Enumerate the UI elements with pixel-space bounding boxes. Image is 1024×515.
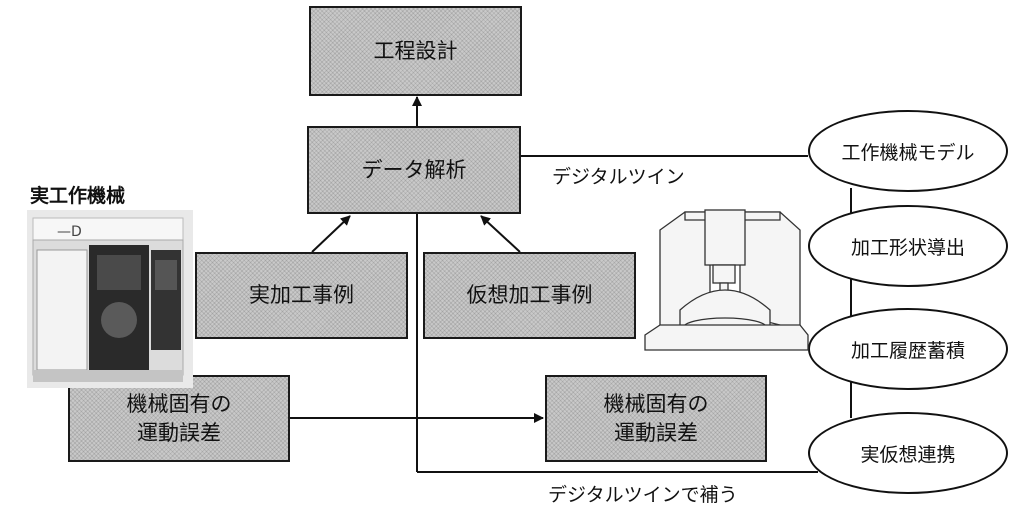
ellipse-shape-derivation-label: 加工形状導出 [850,236,965,259]
process-design-box: 工程設計 [309,6,522,96]
ellipse-shape-derivation: 加工形状導出 [808,205,1008,287]
machine-error-right-box: 機械固有の 運動誤差 [545,375,767,462]
data-analysis-box: データ解析 [307,126,521,214]
arrow-real-to-analysis [311,215,351,253]
machine-error-right-line1: 機械固有の [603,392,709,417]
machine-tool-photo-icon: —D [27,210,193,388]
svg-text:—D: —D [57,224,82,240]
real-cases-label: 実加工事例 [249,283,354,308]
ellipse-machine-model: 工作機械モデル [808,110,1008,192]
virtual-cases-label: 仮想加工事例 [466,283,593,308]
data-analysis-label: データ解析 [361,157,467,182]
ellipse-history-accumulation: 加工履歴蓄積 [808,308,1008,390]
machine-error-left-line1: 機械固有の [126,392,232,417]
virtual-cases-box: 仮想加工事例 [423,252,636,339]
real-machine-label: 実工作機械 [30,185,126,207]
machine-error-left-box: 機械固有の 運動誤差 [68,375,290,462]
process-design-label: 工程設計 [373,38,458,63]
ellipse-machine-model-label: 工作機械モデル [841,141,975,164]
digital-twin-complement-label: デジタルツインで補う [548,484,738,506]
ellipse-history-accumulation-label: 加工履歴蓄積 [850,339,965,362]
machine-tool-3d-model-icon [640,200,810,360]
ellipse-real-virtual-link-label: 実仮想連携 [860,443,956,466]
real-cases-box: 実加工事例 [195,252,408,339]
digital-twin-label: デジタルツイン [552,166,685,188]
arrow-virtual-to-analysis [480,215,521,253]
machine-error-left-line2: 運動誤差 [137,420,221,445]
machine-error-right-line2: 運動誤差 [614,420,698,445]
ellipse-real-virtual-link: 実仮想連携 [808,412,1008,494]
